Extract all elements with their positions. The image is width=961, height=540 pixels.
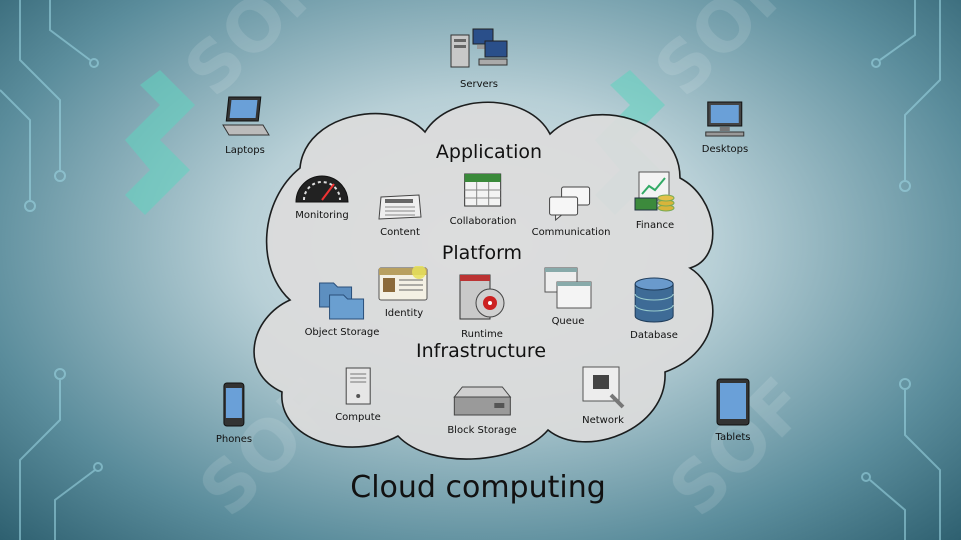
block-storage-label: Block Storage xyxy=(447,425,517,436)
queue-label: Queue xyxy=(551,316,585,327)
gauge-icon xyxy=(295,175,349,203)
id-card-icon xyxy=(378,265,428,301)
layer-infrastructure-title: Infrastructure xyxy=(415,340,547,362)
runtime-disc-icon xyxy=(459,274,505,320)
network-port-icon xyxy=(582,366,625,409)
circuit-lines xyxy=(0,0,941,540)
server-icon xyxy=(450,28,508,68)
node-laptops: Laptops xyxy=(219,95,271,156)
node-desktops: Desktops xyxy=(702,100,748,155)
laptops-label: Laptops xyxy=(225,145,265,156)
hard-drive-icon xyxy=(452,386,512,416)
calendar-icon xyxy=(464,173,502,207)
node-phones: Phones xyxy=(216,382,252,445)
node-content: Content xyxy=(377,193,423,238)
queue-windows-icon xyxy=(544,267,592,309)
node-runtime: Runtime xyxy=(456,273,508,340)
tablets-label: Tablets xyxy=(715,432,751,443)
object-storage-label: Object Storage xyxy=(304,327,380,338)
collaboration-label: Collaboration xyxy=(449,216,517,227)
node-object-storage: Object Storage xyxy=(304,275,380,338)
chat-bubbles-icon xyxy=(549,186,591,222)
node-tablets: Tablets xyxy=(715,378,751,443)
database-icon xyxy=(634,277,674,323)
layer-platform-title: Platform xyxy=(441,242,523,264)
node-queue: Queue xyxy=(543,266,593,327)
node-communication: Communication xyxy=(531,185,611,238)
layer-application-title: Application xyxy=(435,141,543,163)
node-compute: Compute xyxy=(335,366,381,423)
node-network: Network xyxy=(579,365,627,426)
compute-label: Compute xyxy=(335,412,381,423)
node-identity: Identity xyxy=(377,265,431,319)
folders-icon xyxy=(319,282,365,320)
node-collaboration: Collaboration xyxy=(449,170,517,227)
phones-label: Phones xyxy=(215,434,253,445)
node-servers: Servers xyxy=(449,27,509,90)
network-label: Network xyxy=(582,415,624,426)
servers-label: Servers xyxy=(459,79,498,90)
finance-label: Finance xyxy=(635,220,675,231)
laptop-icon xyxy=(222,96,270,136)
svg-text:SOF: SOF xyxy=(639,0,809,112)
node-monitoring: Monitoring xyxy=(292,168,352,221)
identity-label: Identity xyxy=(384,308,424,319)
tower-server-icon xyxy=(345,367,371,405)
monitoring-label: Monitoring xyxy=(295,210,349,221)
phone-icon xyxy=(223,382,245,427)
desktop-icon xyxy=(705,101,745,137)
database-label: Database xyxy=(630,330,678,341)
node-block-storage: Block Storage xyxy=(447,383,517,436)
runtime-label: Runtime xyxy=(461,329,503,340)
node-database: Database xyxy=(630,276,678,341)
node-finance: Finance xyxy=(633,170,677,231)
tablet-icon xyxy=(716,378,750,426)
newspaper-icon xyxy=(378,194,422,220)
diagram-caption: Cloud computing xyxy=(350,470,606,505)
desktops-label: Desktops xyxy=(701,144,749,155)
content-label: Content xyxy=(380,227,420,238)
communication-label: Communication xyxy=(531,227,611,238)
money-chart-icon xyxy=(634,171,675,212)
